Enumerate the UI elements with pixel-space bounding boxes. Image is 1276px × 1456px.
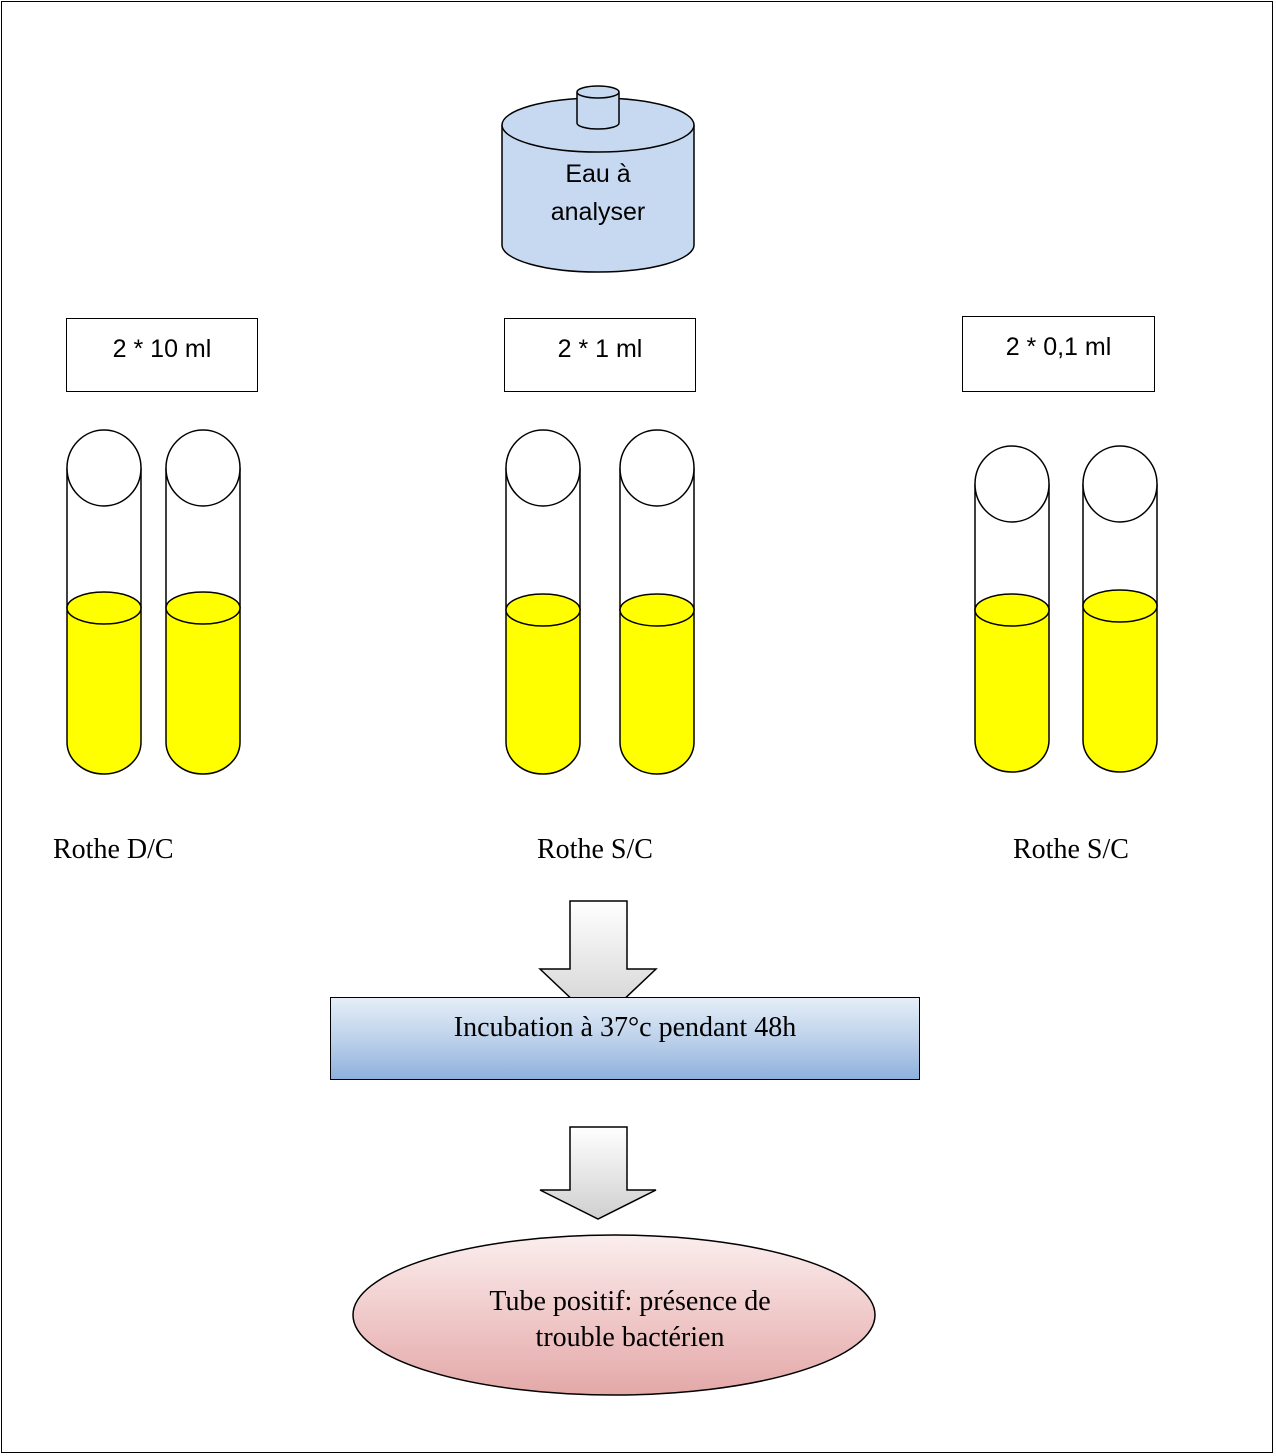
test-tube — [66, 429, 142, 775]
tube-wall — [974, 484, 1050, 610]
tube-liquid — [165, 607, 241, 775]
tube-wall — [505, 468, 581, 610]
tube-opening — [505, 429, 581, 507]
tube-opening — [619, 429, 695, 507]
volume-label: 2 * 0,1 ml — [1005, 333, 1112, 361]
tube-liquid — [66, 607, 142, 775]
bottle-label-line2: analyser — [550, 198, 646, 226]
bottle-label-line1: Eau à — [565, 160, 631, 188]
test-tube — [1082, 445, 1158, 773]
liquid-surface — [619, 593, 695, 627]
volume-label: 2 * 10 ml — [112, 335, 212, 363]
incubation-step-label: Incubation à 37°c pendant 48h — [453, 1012, 797, 1043]
tube-liquid — [974, 609, 1050, 773]
tube-opening — [165, 429, 241, 507]
volume-label: 2 * 1 ml — [557, 335, 643, 363]
result-line-2: trouble bactérien — [535, 1322, 725, 1353]
test-tube — [974, 445, 1050, 773]
tube-wall — [1082, 484, 1158, 606]
result-line-1: Tube positif: présence de — [489, 1286, 771, 1317]
medium-label-1: Rothe D/C — [53, 834, 174, 865]
liquid-surface — [66, 591, 142, 625]
result-oval — [352, 1234, 876, 1396]
tube-liquid — [1082, 605, 1158, 773]
tube-wall — [619, 468, 695, 610]
water-bottle — [501, 85, 695, 273]
liquid-surface — [1082, 589, 1158, 623]
bottle-label: Eau à analyser — [538, 155, 658, 231]
tube-liquid — [505, 609, 581, 775]
medium-label-2: Rothe S/C — [537, 834, 653, 865]
liquid-surface — [974, 593, 1050, 627]
bottle-cap — [576, 85, 620, 130]
tube-opening — [66, 429, 142, 507]
incubation-step-box: Incubation à 37°c pendant 48h — [330, 997, 920, 1080]
tube-opening — [974, 445, 1050, 523]
arrow-down-1 — [538, 900, 658, 1026]
result-text: Tube positif: présence de trouble bactér… — [420, 1284, 840, 1356]
arrow-down-2 — [539, 1126, 657, 1220]
liquid-surface — [165, 591, 241, 625]
tube-wall — [66, 468, 142, 608]
tube-wall — [165, 468, 241, 608]
test-tube — [505, 429, 581, 775]
medium-label-3: Rothe S/C — [1013, 834, 1129, 865]
tube-liquid — [619, 609, 695, 775]
liquid-surface — [505, 593, 581, 627]
volume-box-10ml: 2 * 10 ml — [66, 318, 258, 392]
test-tube — [165, 429, 241, 775]
volume-box-0-1ml: 2 * 0,1 ml — [962, 316, 1155, 392]
test-tubes — [66, 429, 1158, 775]
volume-box-1ml: 2 * 1 ml — [504, 318, 696, 392]
test-tube — [619, 429, 695, 775]
tube-opening — [1082, 445, 1158, 523]
